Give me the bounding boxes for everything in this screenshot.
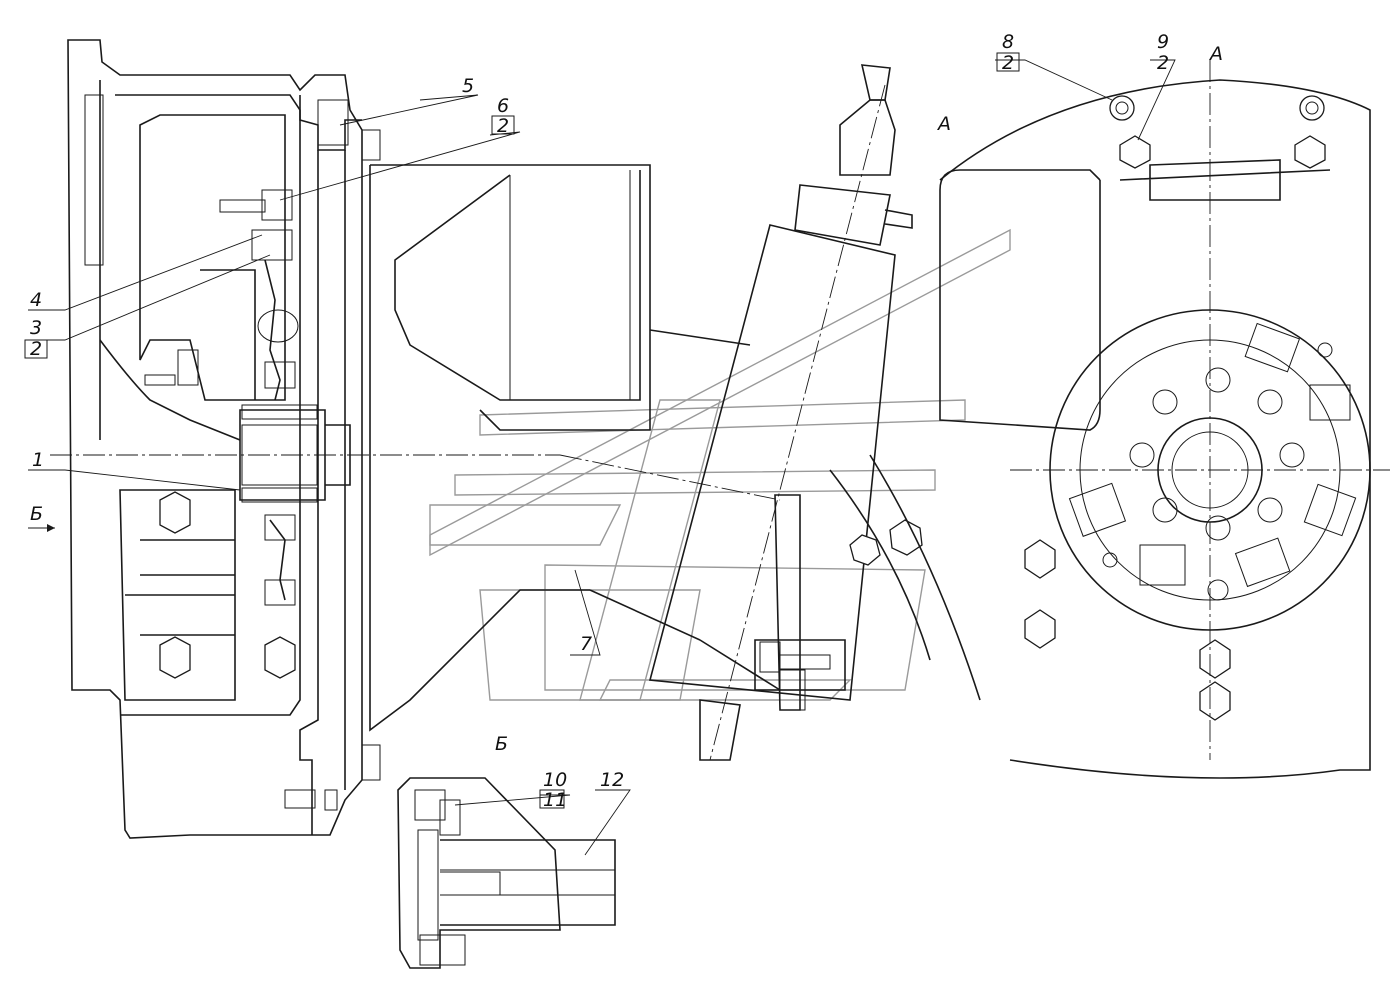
callout-4-number: 4 bbox=[30, 289, 42, 311]
section-a-mark: А bbox=[936, 113, 951, 135]
callout-3-sub: 2 bbox=[30, 338, 42, 360]
callout-5-number: 5 bbox=[462, 75, 474, 97]
section-a-title: А bbox=[1208, 43, 1223, 65]
centre-lines bbox=[50, 454, 781, 501]
mount-bracket bbox=[754, 454, 981, 711]
callout-10-sub: 11 bbox=[543, 789, 567, 811]
watermark-logo bbox=[429, 228, 1011, 701]
section-b-arrow-label: Б bbox=[30, 503, 43, 525]
callout-3-number: 3 bbox=[30, 317, 42, 339]
callout-9-sub: 2 bbox=[1157, 52, 1169, 74]
callout-6-number: 6 bbox=[497, 95, 509, 117]
housing-section bbox=[67, 39, 381, 839]
callout-3-box bbox=[24, 339, 48, 359]
callout-10-box bbox=[539, 789, 565, 809]
callout-9-number: 9 bbox=[1157, 31, 1169, 53]
callout-7-number: 7 bbox=[580, 633, 592, 655]
bell-housing bbox=[369, 164, 781, 732]
callout-1-number: 1 bbox=[32, 449, 44, 471]
section-b-title: Б bbox=[495, 733, 508, 755]
section-b-detail bbox=[397, 777, 616, 969]
inclined-shaft bbox=[648, 64, 913, 761]
callout-6-box bbox=[491, 115, 515, 135]
leader-lines bbox=[28, 59, 1176, 856]
view-a-flange bbox=[939, 60, 1390, 779]
callout-8-number: 8 bbox=[1002, 31, 1014, 53]
callout-labels: 5 6 2 4 3 2 1 7 8 2 9 2 10 11 12 bbox=[24, 31, 1169, 811]
callout-8-box bbox=[996, 52, 1020, 72]
callout-10-number: 10 bbox=[543, 769, 567, 791]
callout-8-sub: 2 bbox=[1002, 52, 1014, 74]
callout-6-sub: 2 bbox=[497, 115, 509, 137]
callout-12-number: 12 bbox=[600, 769, 624, 791]
section-labels: А А Б Б bbox=[30, 43, 1223, 755]
